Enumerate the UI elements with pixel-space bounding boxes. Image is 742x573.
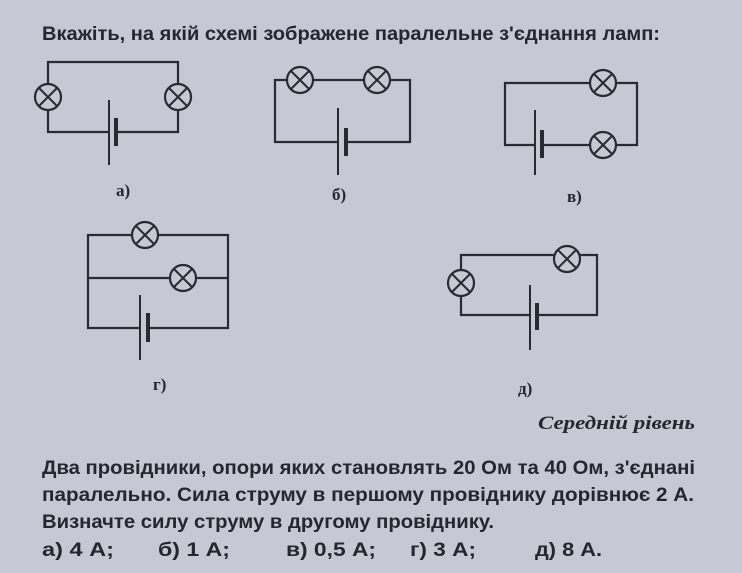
circuit-diagram-d: г): [86, 220, 230, 394]
question2-line: паралельно. Сила струму в першому провід…: [42, 485, 694, 506]
answer-option-e: д) 8 А.: [535, 540, 602, 561]
circuit-diagram-a: а): [33, 60, 193, 200]
diagram-label-a: а): [116, 181, 130, 200]
question2-line: Два провідники, опори яких становлять 20…: [42, 458, 695, 479]
diagram-label-b: б): [332, 185, 346, 204]
circuit-diagram-b: б): [273, 65, 412, 204]
diagram-label-e: д): [518, 379, 532, 398]
answer-option-c: в) 0,5 А;: [286, 540, 376, 561]
lamp-icon: [33, 82, 63, 112]
diagram-label-d: г): [153, 375, 166, 394]
lamp-icon: [130, 220, 160, 250]
section-level-heading: Середній рівень: [538, 413, 695, 434]
diagram-label-c: в): [567, 187, 582, 206]
lamp-icon: [168, 263, 198, 293]
answer-option-b: б) 1 А;: [158, 540, 230, 561]
lamp-icon: [588, 130, 618, 160]
question2-line: Визначте силу струму в другому провідник…: [42, 512, 494, 533]
lamp-icon: [362, 65, 392, 95]
lamp-icon: [446, 268, 476, 298]
lamp-icon: [163, 82, 193, 112]
lamp-icon: [552, 244, 582, 274]
lamp-icon: [588, 68, 618, 98]
question1-prompt: Вкажіть, на якій схемі зображене паралел…: [42, 24, 660, 45]
answer-option-a: а) 4 А;: [42, 540, 114, 561]
lamp-icon: [285, 65, 315, 95]
circuit-diagram-c: в): [503, 68, 639, 206]
answer-option-d: г) 3 А;: [410, 540, 476, 561]
circuit-diagram-e: д): [446, 244, 599, 398]
